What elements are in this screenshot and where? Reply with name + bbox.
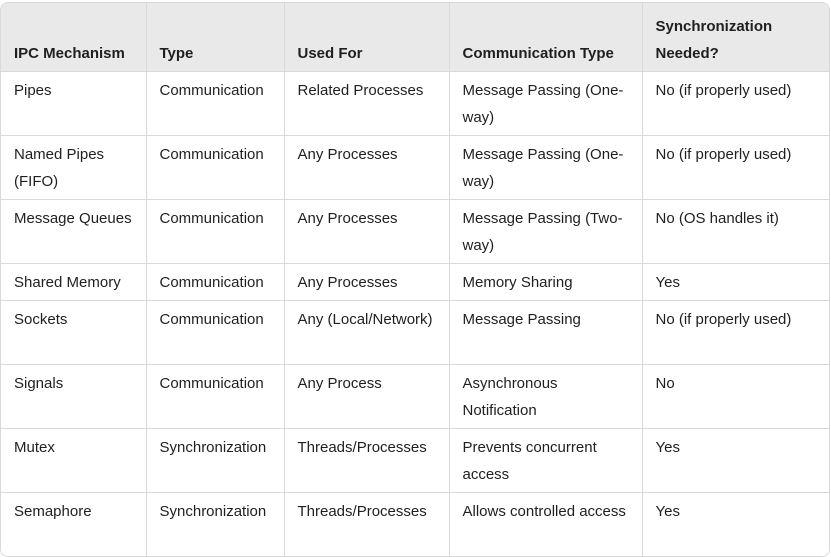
cell-ipc-mechanism: Pipes [1, 71, 147, 136]
header-used-for: Used For [284, 3, 450, 72]
cell-used-for: Any Processes [284, 135, 450, 200]
table-header-row: IPC Mechanism Type Used For Communicatio… [1, 3, 829, 72]
cell-communication-type: Allows controlled access [449, 492, 643, 556]
cell-type: Communication [146, 300, 285, 365]
cell-ipc-mechanism: Mutex [1, 428, 147, 493]
header-type: Type [146, 3, 285, 72]
cell-type: Communication [146, 71, 285, 136]
cell-synchronization-needed: No (if properly used) [642, 300, 829, 365]
header-synchronization-needed: Synchronization Needed? [642, 3, 829, 72]
cell-synchronization-needed: Yes [642, 428, 829, 493]
cell-synchronization-needed: No (if properly used) [642, 71, 829, 136]
cell-type: Communication [146, 364, 285, 429]
cell-ipc-mechanism: Semaphore [1, 492, 147, 556]
cell-synchronization-needed: Yes [642, 492, 829, 556]
ipc-comparison-table: IPC Mechanism Type Used For Communicatio… [1, 3, 829, 556]
cell-used-for: Any Processes [284, 263, 450, 301]
cell-used-for: Any Process [284, 364, 450, 429]
cell-communication-type: Message Passing (One-way) [449, 135, 643, 200]
cell-used-for: Any (Local/Network) [284, 300, 450, 365]
table-row: Shared Memory Communication Any Processe… [1, 263, 829, 301]
cell-used-for: Any Processes [284, 199, 450, 264]
cell-synchronization-needed: No (OS handles it) [642, 199, 829, 264]
table-row: Sockets Communication Any (Local/Network… [1, 300, 829, 365]
table-row: Semaphore Synchronization Threads/Proces… [1, 492, 829, 556]
cell-synchronization-needed: No (if properly used) [642, 135, 829, 200]
cell-ipc-mechanism: Named Pipes (FIFO) [1, 135, 147, 200]
cell-communication-type: Message Passing (Two-way) [449, 199, 643, 264]
cell-ipc-mechanism: Signals [1, 364, 147, 429]
table-row: Signals Communication Any Process Asynch… [1, 364, 829, 429]
cell-type: Synchronization [146, 428, 285, 493]
cell-communication-type: Memory Sharing [449, 263, 643, 301]
cell-type: Communication [146, 263, 285, 301]
table-row: Mutex Synchronization Threads/Processes … [1, 428, 829, 493]
table-row: Message Queues Communication Any Process… [1, 199, 829, 264]
cell-communication-type: Message Passing (One-way) [449, 71, 643, 136]
header-communication-type: Communication Type [449, 3, 643, 72]
cell-ipc-mechanism: Sockets [1, 300, 147, 365]
table-row: Pipes Communication Related Processes Me… [1, 71, 829, 136]
cell-used-for: Threads/Processes [284, 428, 450, 493]
cell-synchronization-needed: No [642, 364, 829, 429]
cell-type: Synchronization [146, 492, 285, 556]
cell-type: Communication [146, 135, 285, 200]
table-row: Named Pipes (FIFO) Communication Any Pro… [1, 135, 829, 200]
cell-ipc-mechanism: Message Queues [1, 199, 147, 264]
cell-communication-type: Message Passing [449, 300, 643, 365]
cell-synchronization-needed: Yes [642, 263, 829, 301]
cell-communication-type: Prevents concurrent access [449, 428, 643, 493]
cell-type: Communication [146, 199, 285, 264]
cell-used-for: Related Processes [284, 71, 450, 136]
cell-communication-type: Asynchronous Notification [449, 364, 643, 429]
cell-ipc-mechanism: Shared Memory [1, 263, 147, 301]
cell-used-for: Threads/Processes [284, 492, 450, 556]
header-ipc-mechanism: IPC Mechanism [1, 3, 147, 72]
